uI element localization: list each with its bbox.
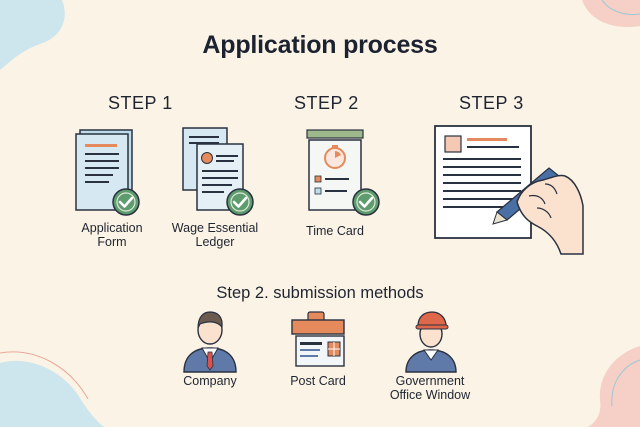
step-1-label: STEP 1: [108, 93, 173, 113]
background-blob-bottom-right: [588, 346, 640, 427]
company-label: Company: [183, 374, 237, 388]
hand-writing-document-icon: [434, 125, 584, 255]
company-person-icon: [183, 311, 237, 373]
government-office-label: Government Office Window: [389, 374, 471, 402]
application-form-icon: [75, 129, 140, 216]
post-card-label: Post Card: [290, 374, 346, 388]
wage-ledger-label: Wage Essential Ledger: [171, 221, 259, 249]
time-card-icon: [306, 129, 380, 216]
background-blob-bottom-left: [0, 351, 104, 427]
background-blob-top-left: [0, 0, 65, 70]
background-blob-top-right: [582, 0, 640, 27]
step-3-label: STEP 3: [459, 93, 524, 113]
step-2-label: STEP 2: [294, 93, 359, 113]
government-worker-icon: [405, 311, 457, 373]
wage-ledger-icon: [182, 127, 254, 216]
page-title: Application process: [202, 31, 438, 59]
time-card-label: Time Card: [306, 224, 364, 238]
post-card-icon: [291, 311, 345, 367]
application-form-label: Application Form: [81, 221, 143, 249]
submission-methods-heading: Step 2. submission methods: [216, 284, 424, 302]
